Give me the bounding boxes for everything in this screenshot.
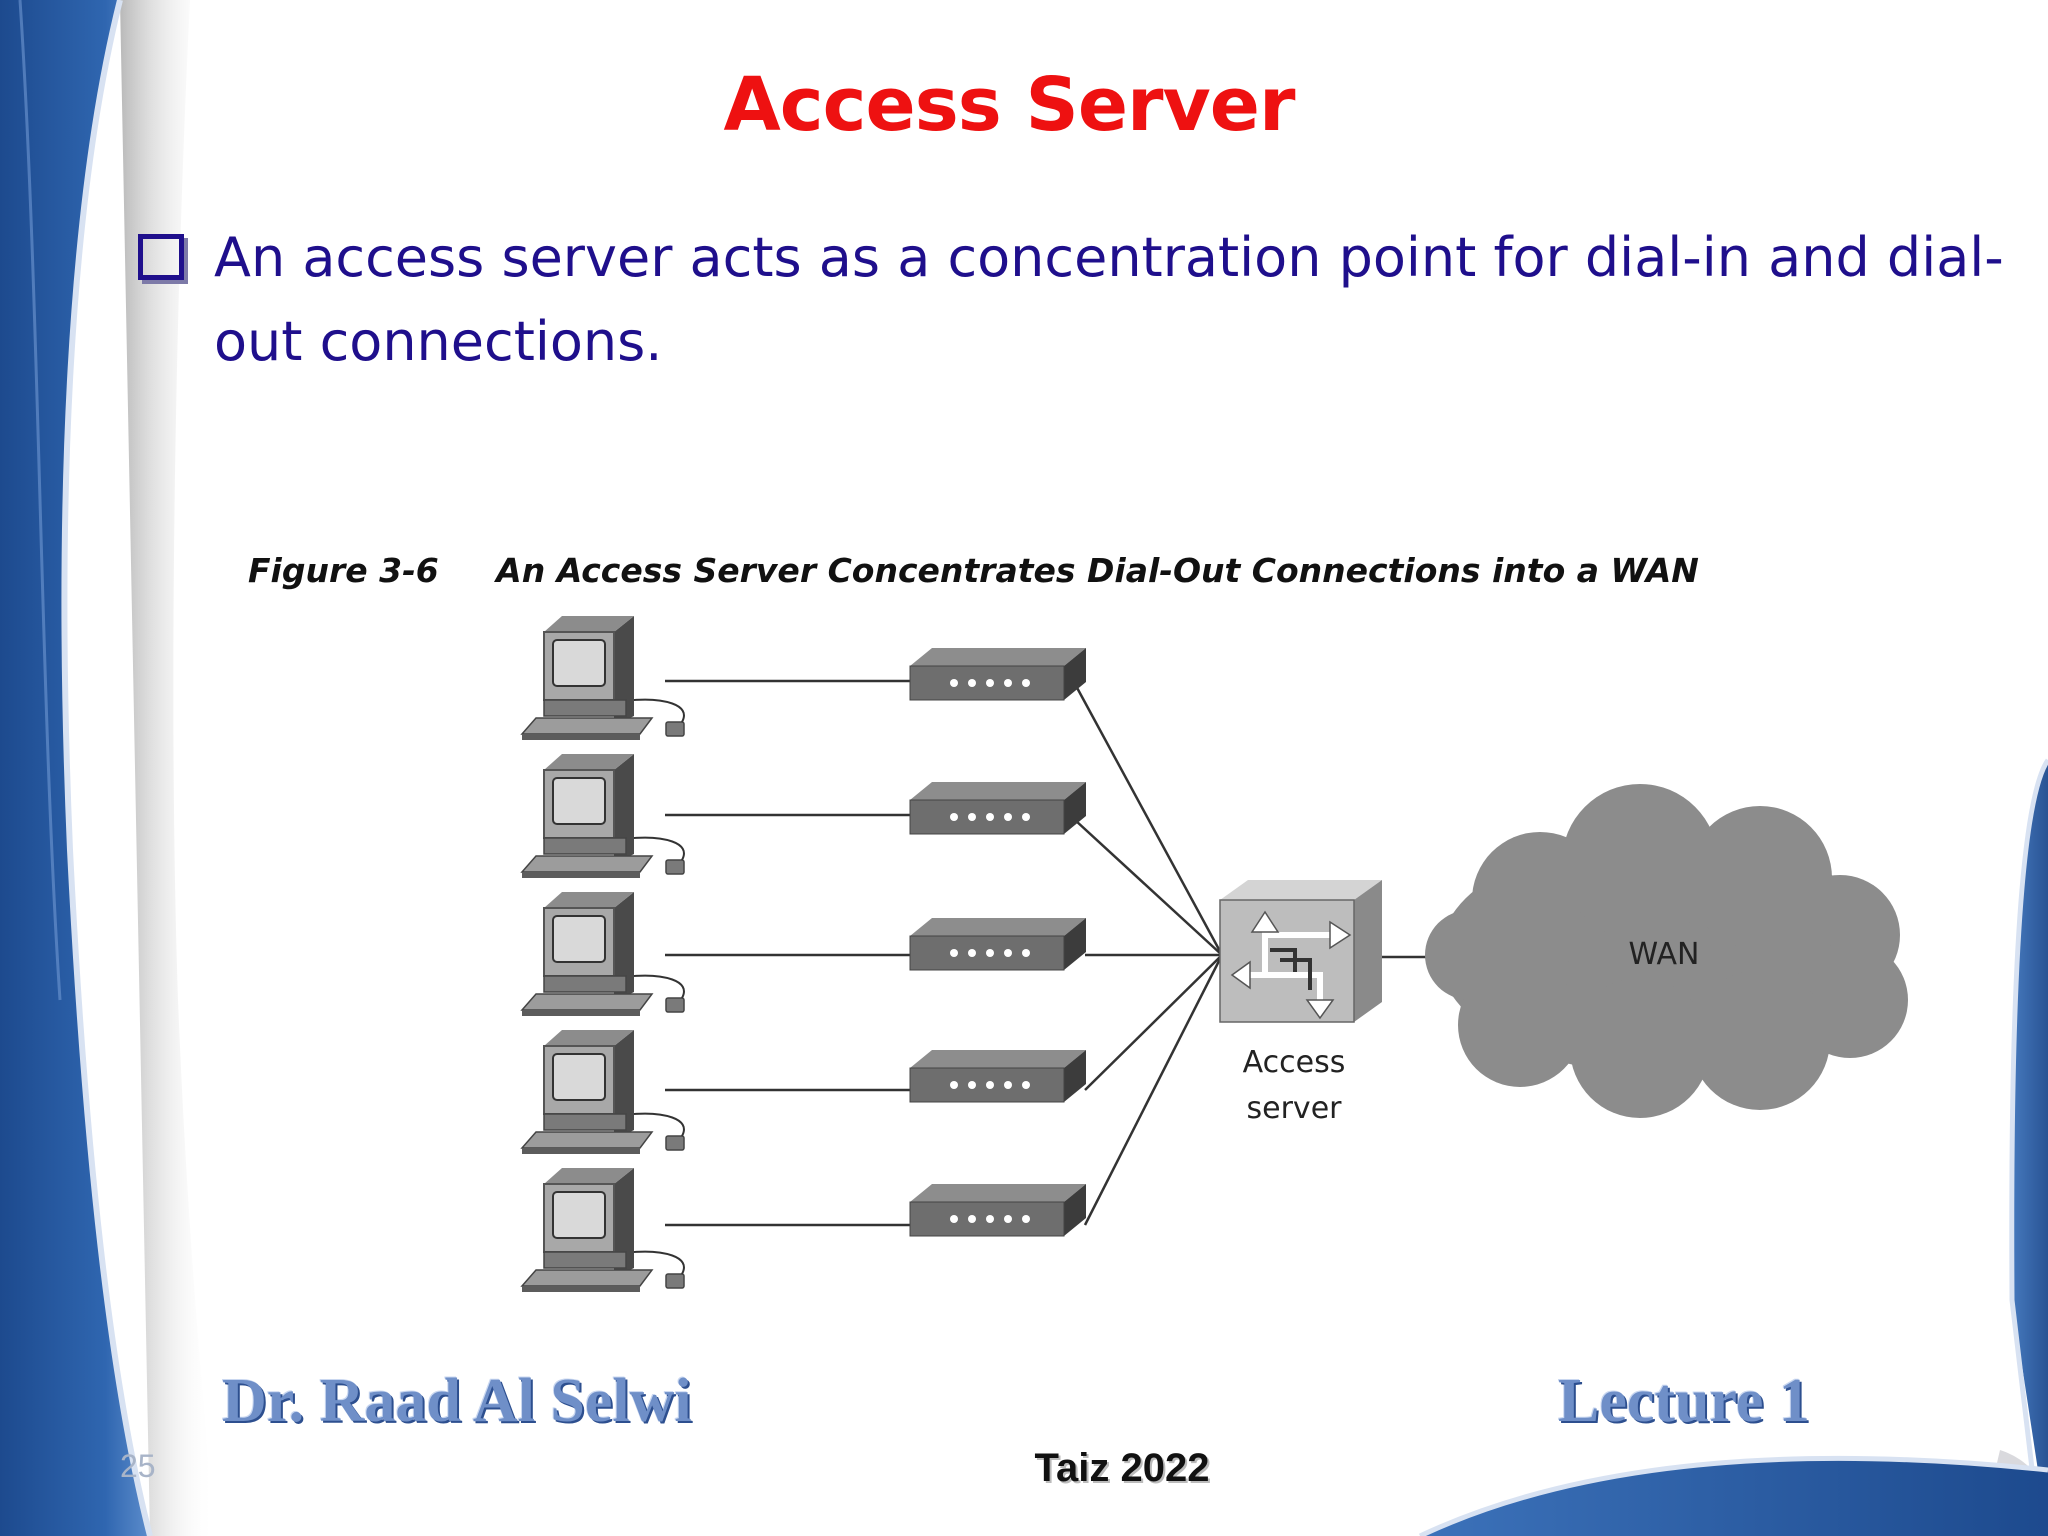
wan-label: WAN [1629, 937, 1700, 972]
footer-lecture: Lecture 1 [1558, 1367, 1810, 1435]
computer-icon [521, 753, 685, 879]
footer-author: Dr. Raad Al Selwi [222, 1367, 692, 1435]
modem-icon [909, 647, 1087, 701]
bullet-item: An access server acts as a concentration… [138, 216, 2028, 384]
figure-caption: Figure 3-6 An Access Server Concentrates… [248, 551, 1699, 590]
computer-icon [521, 891, 685, 1017]
checkbox-bullet-icon [138, 234, 184, 280]
access-server-icon [1219, 880, 1382, 1023]
slide-number: 25 [120, 1448, 156, 1484]
slide-title: Access Server [723, 62, 1296, 148]
modem-icon [909, 781, 1087, 835]
footer-place: Taiz 2022 [1034, 1446, 1210, 1490]
connection-lines [665, 679, 1440, 1227]
computer-icon [521, 1167, 685, 1293]
computer-icon [521, 1029, 685, 1155]
modem-icon [909, 1049, 1087, 1103]
bullet-text: An access server acts as a concentration… [214, 226, 2004, 373]
server-label-line2: server [1247, 1091, 1343, 1126]
server-label-line1: Access [1243, 1045, 1346, 1080]
modem-icon [909, 917, 1087, 971]
computer-icon [521, 615, 685, 741]
wan-cloud-icon [1425, 784, 1908, 1118]
modem-icon [909, 1183, 1087, 1237]
